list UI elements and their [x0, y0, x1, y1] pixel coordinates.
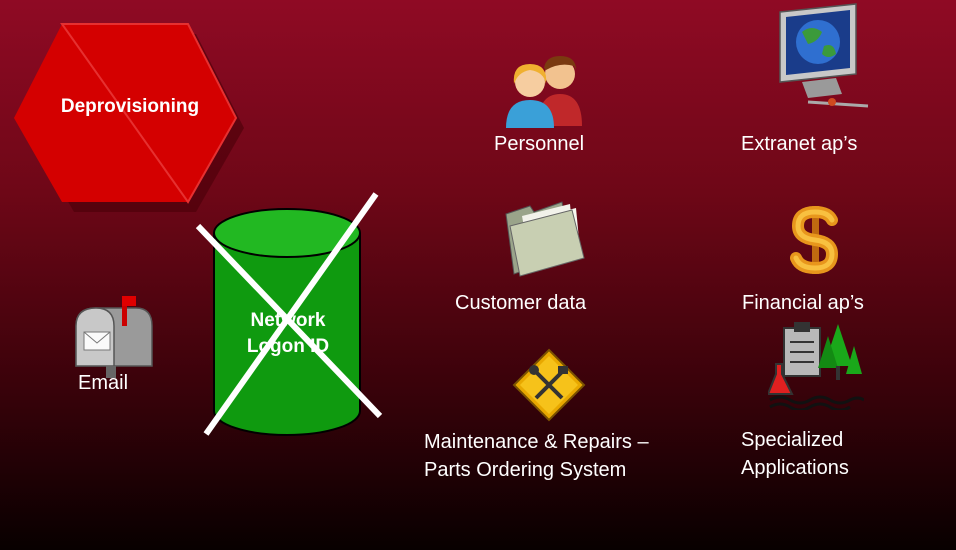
deprovisioning-hexagon	[14, 23, 244, 212]
personnel-label: Personnel	[494, 133, 585, 155]
email-label: Email	[78, 372, 129, 394]
specialized-label: Specialized Applications	[741, 426, 849, 482]
folder-icon	[505, 201, 585, 277]
lab-flask-trees-icon	[768, 322, 864, 410]
dollar-sign-icon	[790, 205, 839, 275]
mailbox-icon	[75, 296, 153, 378]
maintenance-label-line2: Parts Ordering System	[424, 459, 627, 481]
extranet-label: Extranet ap’s	[741, 133, 858, 155]
customer-data-label: Customer data	[455, 292, 587, 314]
financial-label: Financial ap’s	[742, 292, 864, 314]
maintenance-label-line1: Maintenance & Repairs –	[424, 431, 649, 453]
specialized-label-line1: Specialized	[741, 429, 844, 451]
people-icon	[506, 56, 582, 128]
maintenance-label: Maintenance & Repairs – Parts Ordering S…	[424, 428, 649, 484]
cross-out-mark	[195, 192, 383, 436]
globe-monitor-icon	[779, 3, 869, 108]
road-sign-tools-icon	[512, 348, 586, 422]
deprovisioning-label: Deprovisioning	[60, 96, 200, 117]
specialized-label-line2: Applications	[741, 457, 849, 479]
